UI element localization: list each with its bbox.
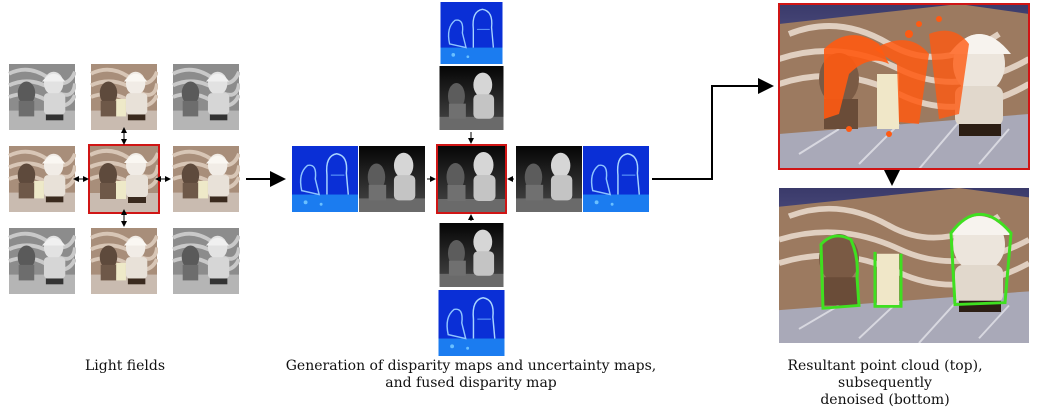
caption-point-cloud-line1: Resultant point cloud (top), subsequentl…: [787, 358, 983, 391]
point-cloud-noisy: [778, 3, 1030, 170]
caption-point-cloud-line2: denoised (bottom): [820, 392, 950, 408]
disparity-map-top: [438, 66, 505, 130]
denoised-edges: [819, 212, 1013, 310]
noisy-points: [824, 16, 969, 137]
light-field-view-0-0: [8, 64, 76, 130]
uncertainty-map-right: [583, 146, 649, 212]
light-field-view-0-2: [172, 64, 240, 130]
disparity-map-left: [359, 146, 425, 212]
uncertainty-map-left: [292, 146, 358, 212]
light-field-view-2-2: [172, 228, 240, 294]
uncertainty-map-top: [438, 2, 505, 64]
caption-disparity-line2: and fused disparity map: [385, 375, 557, 391]
caption-disparity-line1: Generation of disparity maps and uncerta…: [285, 358, 657, 374]
light-field-view-1-2: [172, 146, 240, 212]
disparity-map-bottom: [438, 223, 505, 287]
light-field-view-2-1: [90, 228, 158, 294]
light-field-center-view: [88, 144, 160, 214]
caption-light-fields: Light fields: [50, 358, 200, 375]
light-field-view-2-0: [8, 228, 76, 294]
light-field-view-1-0: [8, 146, 76, 212]
caption-point-cloud: Resultant point cloud (top), subsequentl…: [740, 358, 1030, 409]
fused-disparity-map: [436, 144, 507, 214]
disparity-map-right: [516, 146, 582, 212]
caption-light-fields-text: Light fields: [84, 358, 166, 374]
point-cloud-denoised: [779, 188, 1029, 343]
caption-disparity: Generation of disparity maps and uncerta…: [266, 358, 676, 392]
uncertainty-map-bottom: [438, 290, 505, 356]
light-field-view-0-1: [90, 64, 158, 130]
